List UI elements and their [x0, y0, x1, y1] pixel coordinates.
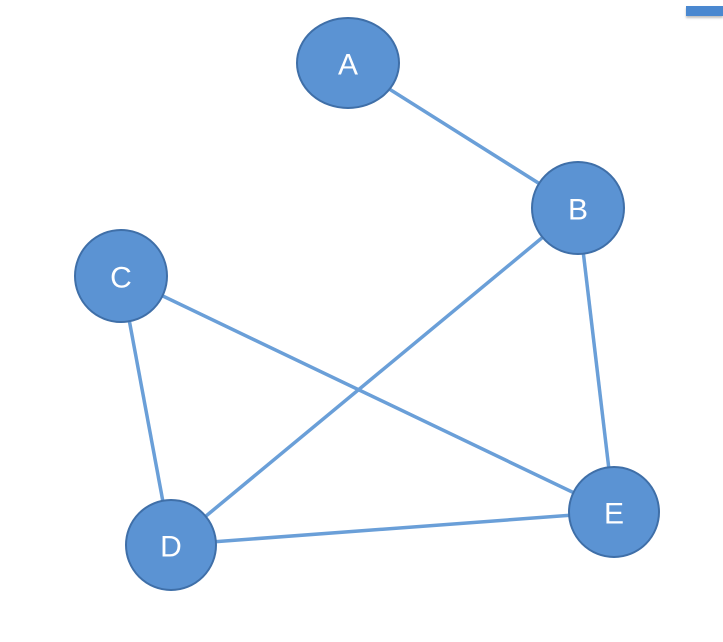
node-label: A — [338, 49, 358, 82]
node-label: C — [110, 262, 132, 295]
edge-b-d — [169, 206, 580, 547]
node-label: B — [568, 194, 588, 227]
node-circle — [74, 229, 168, 323]
accent-bar — [686, 6, 723, 16]
node-c: C — [74, 229, 168, 323]
node-circle — [296, 17, 400, 109]
node-circle — [568, 466, 660, 558]
edges — [119, 61, 616, 547]
node-a: A — [296, 17, 400, 109]
node-circle — [125, 499, 217, 591]
node-b: B — [531, 161, 625, 255]
node-e: E — [568, 466, 660, 558]
edge-c-e — [120, 274, 615, 514]
node-d: D — [125, 499, 217, 591]
node-label: D — [160, 531, 182, 564]
nodes: A B C D E — [74, 17, 660, 591]
node-label: E — [604, 498, 624, 531]
edge-b-e — [576, 207, 616, 513]
node-circle — [531, 161, 625, 255]
edge-d-e — [170, 510, 615, 547]
